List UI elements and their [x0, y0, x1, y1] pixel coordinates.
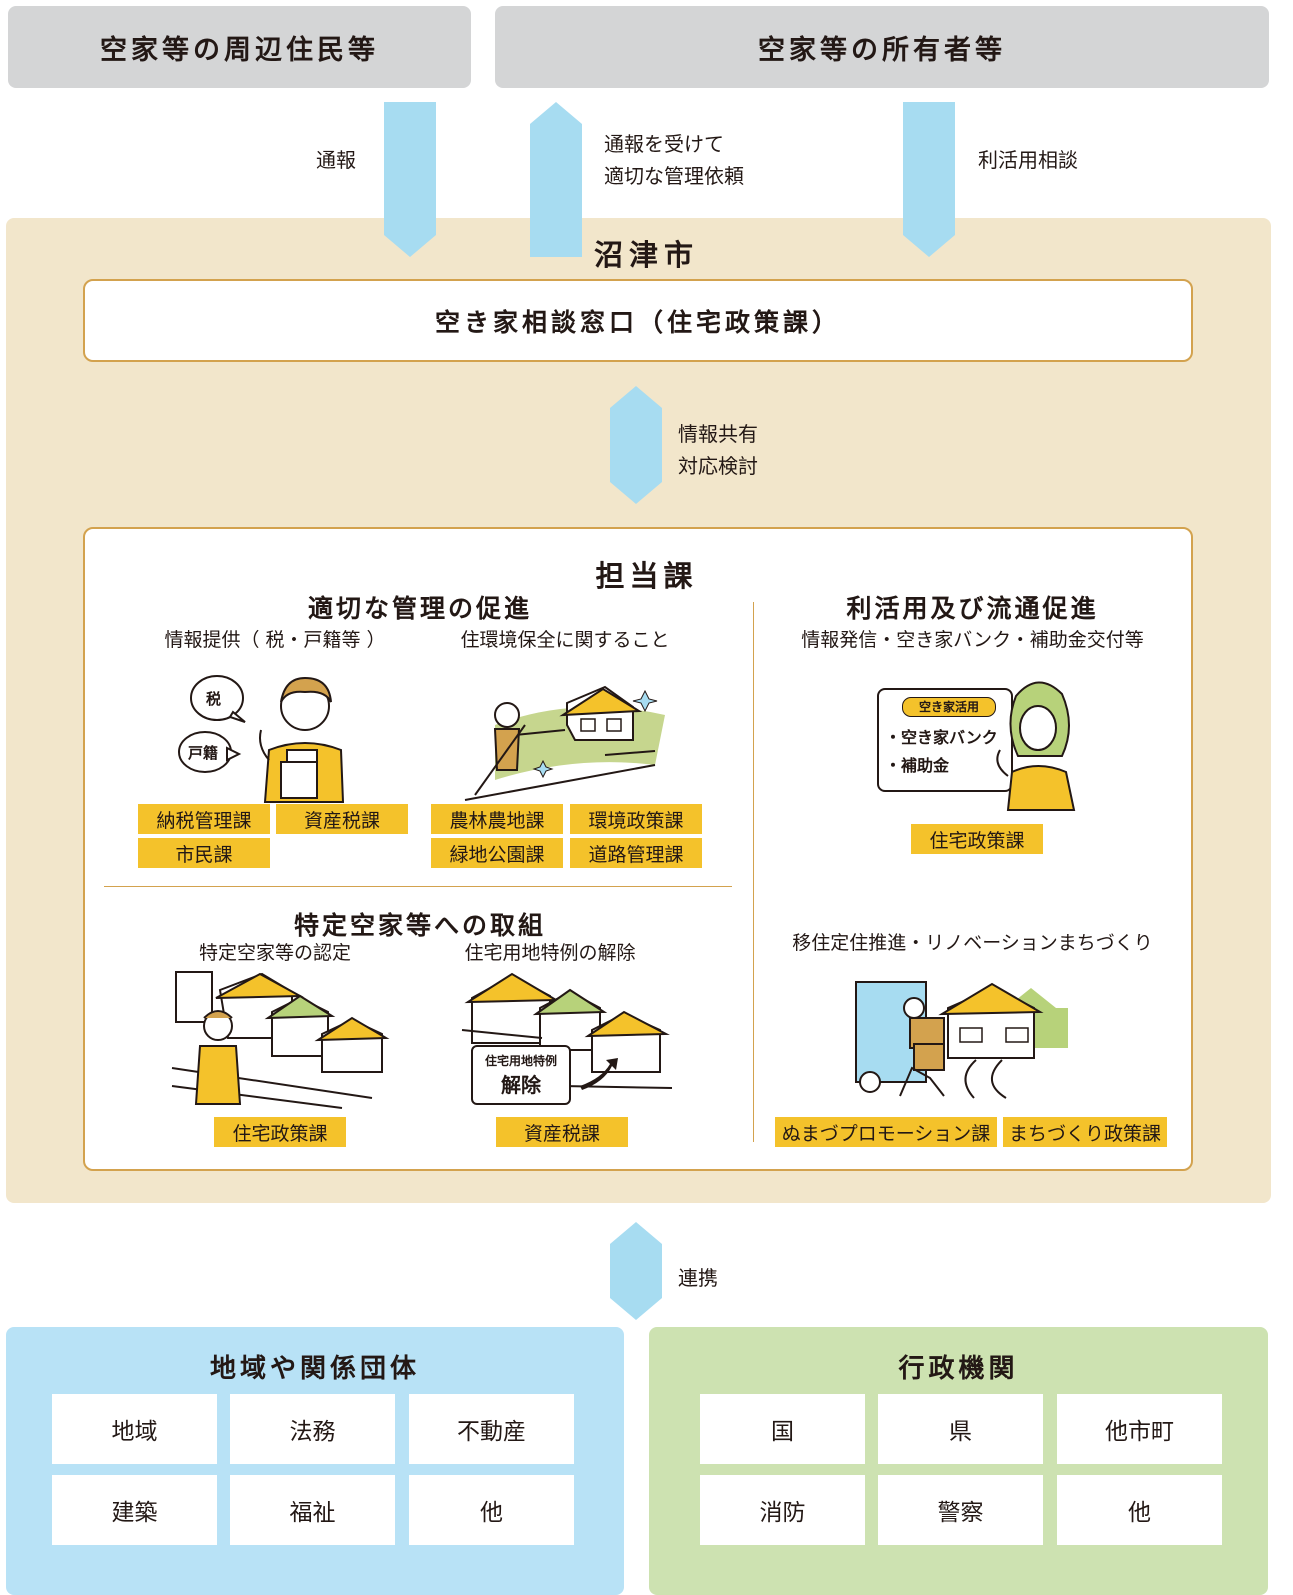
- regional-cell-legal: 法務: [230, 1394, 395, 1464]
- utilization-info-label: 情報発信・空き家バンク・補助金交付等: [801, 629, 1144, 651]
- owners-box: 空家等の所有者等: [495, 6, 1269, 88]
- moving-house-illustration: [855, 981, 1068, 1099]
- report-arrow-down: [384, 102, 436, 257]
- cooperate-label: 連携: [678, 1266, 718, 1290]
- vacancy-board-item2: ・補助金: [885, 756, 950, 775]
- cooperate-arrow-double: [610, 1222, 662, 1320]
- management-title: 適切な管理の促進: [307, 594, 532, 623]
- street-cleaning-illustration: [464, 685, 665, 801]
- regional-groups-title: 地域や関係団体: [209, 1354, 420, 1384]
- tag-property-tax: 資産税課: [276, 804, 408, 834]
- admin-cell-prefecture: 県: [878, 1394, 1043, 1464]
- tag-numazu-promotion: ぬまづプロモーション課: [775, 1117, 997, 1147]
- regional-cell-real-estate: 不動産: [409, 1394, 574, 1464]
- bubble-family-text: 戸籍: [188, 744, 219, 762]
- residents-label: 空家等の周辺住民等: [100, 34, 379, 66]
- specific-certify-label: 特定空家等の認定: [198, 942, 351, 964]
- departments-title: 担当課: [595, 559, 698, 593]
- consultation-window-label: 空き家相談窓口（住宅政策課）: [434, 307, 841, 337]
- request-label: 通報を受けて 適切な管理依頼: [604, 128, 744, 192]
- report-label: 通報: [316, 148, 356, 172]
- regional-cell-other: 他: [409, 1475, 574, 1545]
- regional-cell-welfare: 福祉: [230, 1475, 395, 1545]
- management-info-label: 情報提供（ 税・戸籍等 ）: [164, 629, 386, 651]
- tag-environment: 環境政策課: [570, 804, 702, 834]
- tag-town-planning: まちづくり政策課: [1003, 1117, 1167, 1147]
- admin-cell-nation: 国: [700, 1394, 865, 1464]
- regional-cell-community: 地域: [52, 1394, 217, 1464]
- city-title: 沼津市: [593, 238, 699, 272]
- regional-cell-architecture: 建築: [52, 1475, 217, 1545]
- admin-agencies-title: 行政機関: [898, 1354, 1019, 1384]
- consult-label: 利活用相談: [978, 148, 1078, 172]
- woman-presenting-illustration: [996, 681, 1076, 811]
- staff-explaining-illustration: [178, 675, 345, 803]
- share-label: 情報共有 対応検討: [678, 418, 758, 482]
- request-label-line2: 適切な管理依頼: [604, 164, 744, 188]
- admin-cell-other-cities: 他市町: [1057, 1394, 1222, 1464]
- vacancy-board-badge: 空き家活用: [902, 697, 996, 717]
- tag-tax-collection: 納税管理課: [138, 804, 270, 834]
- specific-release-label: 住宅用地特例の解除: [464, 942, 636, 964]
- specific-title: 特定空家等への取組: [293, 911, 546, 940]
- share-arrow-double: [610, 386, 662, 504]
- utilization-title: 利活用及び流通促進: [846, 594, 1099, 623]
- tax-release-sign: 住宅用地特例 解除: [471, 1045, 571, 1105]
- tag-parks: 緑地公園課: [431, 838, 563, 868]
- tag-roads: 道路管理課: [570, 838, 702, 868]
- tag-housing-policy-utilization: 住宅政策課: [911, 824, 1043, 854]
- share-label-line1: 情報共有: [678, 422, 758, 446]
- tag-citizen: 市民課: [138, 838, 270, 868]
- bubble-tax-text: 税: [206, 690, 222, 708]
- admin-cell-other: 他: [1057, 1475, 1222, 1545]
- dept-vertical-divider: [753, 602, 754, 1142]
- request-arrow-up: [530, 102, 582, 257]
- dept-horizontal-divider: [104, 886, 732, 887]
- consult-arrow-down: [903, 102, 955, 257]
- tag-housing-policy-specific: 住宅政策課: [214, 1117, 346, 1147]
- vacancy-board-item1: ・空き家バンク: [885, 728, 998, 747]
- migration-label: 移住定住推進・リノベーションまちづくり: [792, 932, 1153, 954]
- tax-exemption-release-illustration: [461, 972, 673, 1090]
- request-label-line1: 通報を受けて: [604, 132, 724, 156]
- admin-cell-police: 警察: [878, 1475, 1043, 1545]
- admin-cell-fire: 消防: [700, 1475, 865, 1545]
- dilapidated-houses-illustration: [171, 971, 390, 1109]
- tax-release-sign-line2: 解除: [501, 1073, 541, 1097]
- management-env-label: 住環境保全に関すること: [460, 629, 670, 651]
- tax-release-sign-line1: 住宅用地特例: [484, 1054, 557, 1068]
- share-label-line2: 対応検討: [678, 454, 758, 478]
- residents-box: 空家等の周辺住民等: [8, 6, 471, 88]
- tag-property-tax-specific: 資産税課: [496, 1117, 628, 1147]
- consultation-window: 空き家相談窓口（住宅政策課）: [83, 279, 1193, 362]
- owners-label: 空家等の所有者等: [758, 34, 1006, 66]
- tag-agriculture: 農林農地課: [431, 804, 563, 834]
